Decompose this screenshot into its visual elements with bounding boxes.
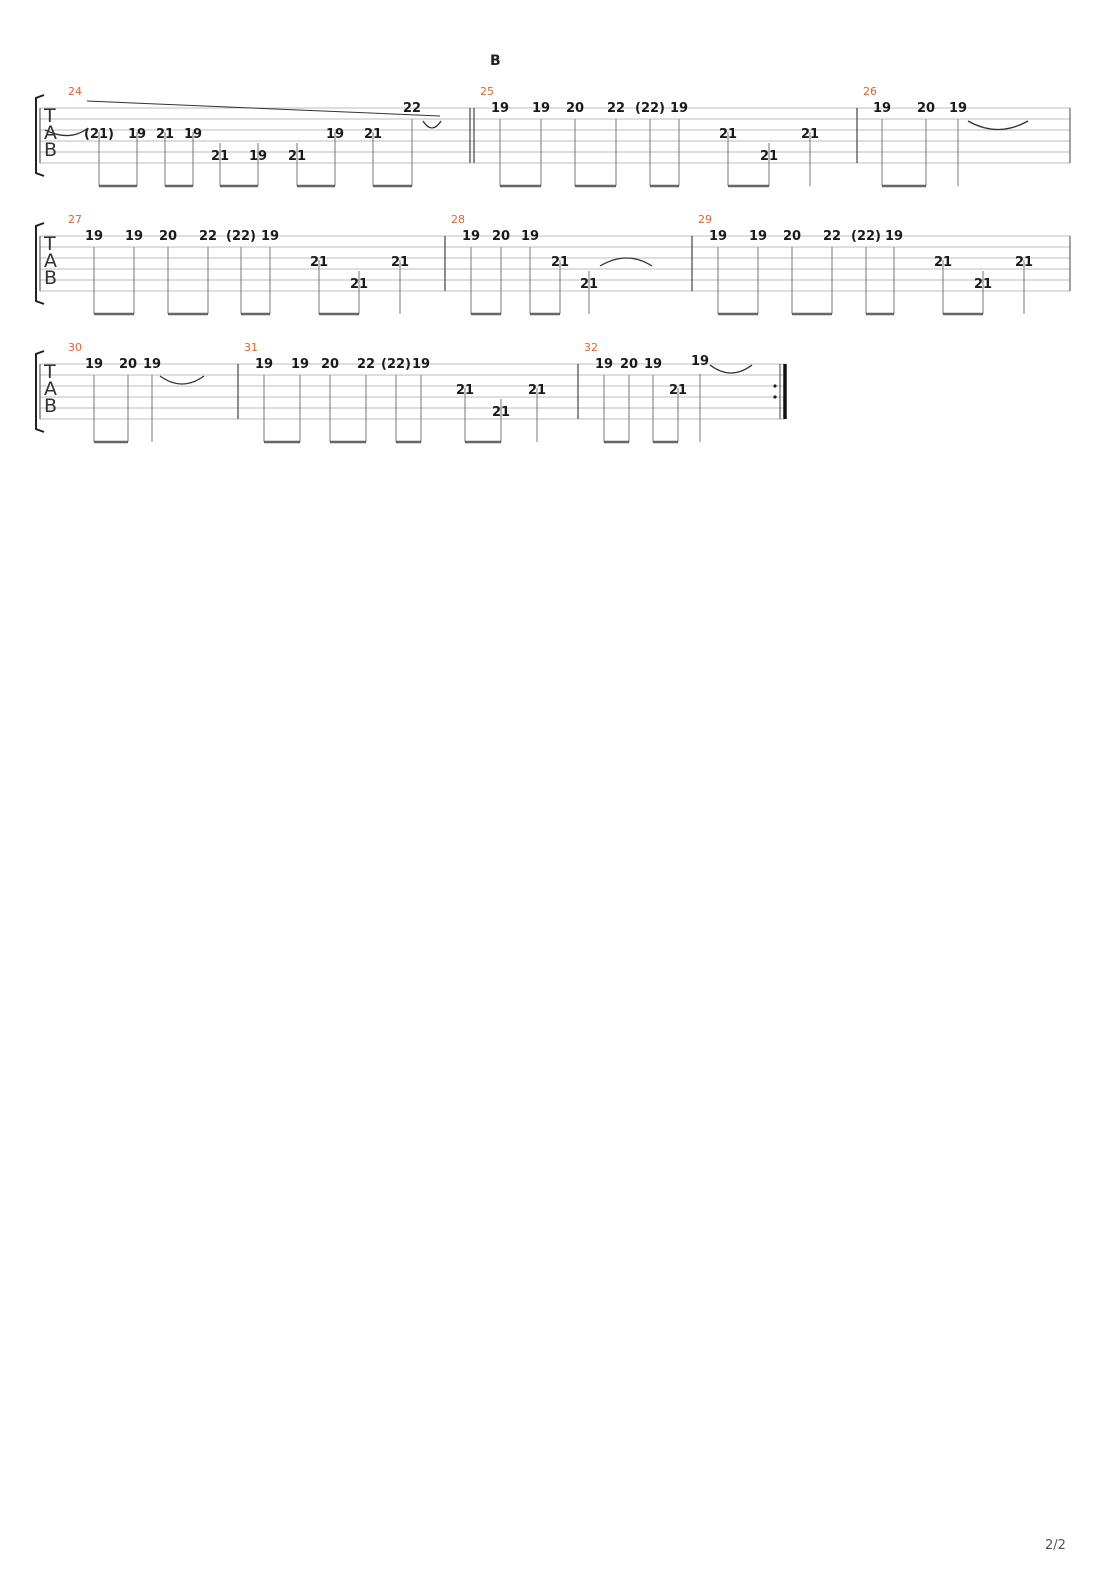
fret-number: 19	[709, 229, 727, 244]
system-bracket	[35, 222, 45, 305]
page-number: 2/2	[1045, 1538, 1066, 1553]
fret-number: 21	[974, 277, 992, 292]
fret-number: 22	[403, 101, 421, 116]
fret-number: 21	[1015, 255, 1033, 270]
fret-number: 19	[670, 101, 688, 116]
measure-number: 30	[68, 341, 82, 354]
fret-number: 19	[644, 357, 662, 372]
tie-arc	[422, 120, 442, 129]
fret-number: 22	[607, 101, 625, 116]
fret-number: 19	[949, 101, 967, 116]
fret-number: 21	[156, 127, 174, 142]
fret-number: 21	[528, 383, 546, 398]
fret-number: 19	[184, 127, 202, 142]
fret-number: 22	[357, 357, 375, 372]
fret-number: 21	[669, 383, 687, 398]
fret-number: 19	[412, 357, 430, 372]
fret-number: 19	[85, 357, 103, 372]
fret-number: (21)	[84, 127, 114, 142]
measure-number: 25	[480, 85, 494, 98]
measure-number: 26	[863, 85, 877, 98]
fret-number: (22)	[635, 101, 665, 116]
fret-number: 22	[823, 229, 841, 244]
fret-number: 21	[391, 255, 409, 270]
section-marker: B	[490, 53, 501, 69]
fret-number: 21	[760, 149, 778, 164]
fret-number: 20	[620, 357, 638, 372]
tie-arc	[44, 127, 89, 137]
fret-number: 20	[917, 101, 935, 116]
fret-number: 19	[749, 229, 767, 244]
fret-number: 19	[143, 357, 161, 372]
fret-number: 20	[566, 101, 584, 116]
tie-arc	[159, 375, 205, 385]
fret-number: 21	[310, 255, 328, 270]
fret-number: (22)	[226, 229, 256, 244]
tab-clef-letter: A	[44, 378, 57, 400]
fret-number: 21	[492, 405, 510, 420]
fret-number: 21	[364, 127, 382, 142]
system-bracket	[35, 350, 45, 433]
fret-number: 21	[211, 149, 229, 164]
tab-clef-letter: T	[43, 233, 56, 255]
tie-arc	[709, 364, 753, 374]
slide-line	[86, 100, 441, 117]
fret-number: 19	[532, 101, 550, 116]
fret-number: 19	[462, 229, 480, 244]
fret-number: 19	[491, 101, 509, 116]
fret-number: 21	[934, 255, 952, 270]
tab-clef-letter: T	[43, 361, 56, 383]
fret-number: 19	[249, 149, 267, 164]
fret-number: 20	[119, 357, 137, 372]
fret-number: 21	[719, 127, 737, 142]
fret-number: 19	[255, 357, 273, 372]
fret-number: 21	[456, 383, 474, 398]
measure-number: 27	[68, 213, 82, 226]
fret-number: 20	[783, 229, 801, 244]
fret-number: 19	[521, 229, 539, 244]
fret-number: 19	[128, 127, 146, 142]
tie-arc	[967, 120, 1029, 131]
tab-clef-letter: T	[43, 105, 56, 127]
fret-number: 19	[291, 357, 309, 372]
measure-number: 28	[451, 213, 465, 226]
fret-number: 19	[885, 229, 903, 244]
fret-number: 22	[199, 229, 217, 244]
fret-number: 20	[159, 229, 177, 244]
tab-clef-letter: A	[44, 250, 57, 272]
fret-number: 19	[261, 229, 279, 244]
tie-arc	[599, 257, 653, 267]
fret-number: 21	[801, 127, 819, 142]
fret-number: 19	[85, 229, 103, 244]
fret-number: 21	[288, 149, 306, 164]
fret-number: 19	[873, 101, 891, 116]
measure-number: 24	[68, 85, 82, 98]
fret-number: 21	[580, 277, 598, 292]
system-bracket	[35, 94, 45, 177]
measure-number: 31	[244, 341, 258, 354]
fret-number: 19	[125, 229, 143, 244]
fret-number: 19	[595, 357, 613, 372]
fret-number: 19	[326, 127, 344, 142]
repeat-dot	[773, 395, 777, 399]
fret-number: 19	[691, 354, 709, 369]
measure-number: 29	[698, 213, 712, 226]
fret-number: (22)	[851, 229, 881, 244]
measure-number: 32	[584, 341, 598, 354]
fret-number: 20	[321, 357, 339, 372]
tab-clef-letter: B	[44, 395, 57, 417]
tab-clef-letter: B	[44, 139, 57, 161]
repeat-dot	[773, 384, 777, 388]
fret-number: 20	[492, 229, 510, 244]
fret-number: (22)	[381, 357, 411, 372]
fret-number: 21	[350, 277, 368, 292]
tab-clef-letter: B	[44, 267, 57, 289]
fret-number: 21	[551, 255, 569, 270]
